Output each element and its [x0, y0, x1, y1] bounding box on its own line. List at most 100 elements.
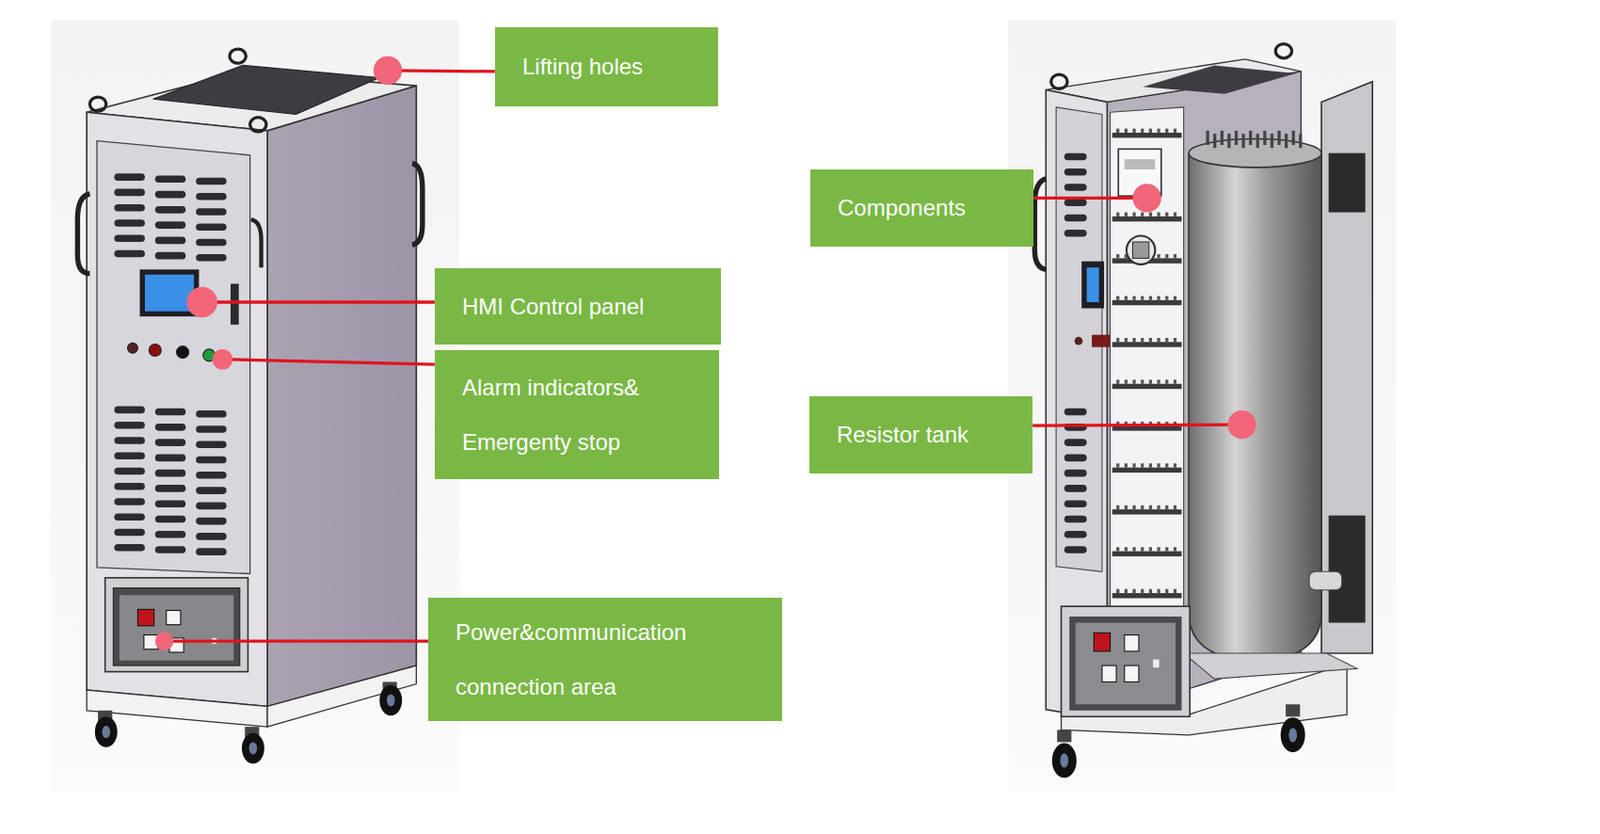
- rail-terminal: [1165, 505, 1168, 510]
- vent-slot: [1064, 484, 1088, 493]
- rail-terminal: [1124, 212, 1128, 217]
- rail-terminal: [1132, 505, 1136, 510]
- rail-terminal: [1165, 589, 1168, 593]
- label-text-group: Alarm indicators& Emergenty stop: [462, 360, 706, 470]
- vent-slot: [113, 467, 145, 476]
- vent-slot: [195, 410, 227, 418]
- vent-slot: [1064, 408, 1088, 416]
- vent-slot: [155, 469, 187, 478]
- right-cabinet: [1051, 74, 1068, 89]
- rail-terminal: [1173, 505, 1177, 510]
- rail-terminal: [1116, 295, 1120, 300]
- label-box: HMI Control panel: [434, 268, 721, 345]
- vent-slot: [155, 454, 187, 463]
- tank-terminal: [1284, 133, 1288, 148]
- vent-slot: [113, 528, 145, 537]
- vent-slot: [113, 189, 145, 197]
- rail-terminal: [1156, 546, 1160, 551]
- din-rail: [1112, 467, 1183, 473]
- vent-slot: [1064, 168, 1088, 176]
- rail-terminal: [1173, 463, 1177, 467]
- vent-slot: [1064, 499, 1088, 508]
- rail-terminal: [1124, 295, 1128, 300]
- right-cabinet: [1110, 107, 1184, 654]
- callout-dots: [155, 631, 175, 651]
- rail-terminal: [1140, 128, 1144, 133]
- tank-terminal: [1270, 133, 1274, 148]
- rail-terminal: [1116, 379, 1120, 384]
- rail-terminal: [1173, 295, 1177, 300]
- left-cabinet: [50, 20, 460, 792]
- vent-slot: [195, 517, 227, 526]
- left-cabinet: [112, 588, 240, 666]
- din-rail: [1112, 551, 1183, 557]
- rail-terminal: [1116, 212, 1120, 217]
- rail-terminal: [1116, 128, 1120, 133]
- vent-slot: [195, 502, 227, 511]
- right-cabinet: [1069, 616, 1182, 711]
- label-text-group: Lifting holes: [522, 39, 643, 95]
- label-text-group: HMI Control panel: [462, 279, 644, 335]
- rail-terminal: [1156, 463, 1160, 467]
- callout-dots: [186, 287, 218, 319]
- callout-dots: [1132, 183, 1161, 212]
- vent-slot: [195, 254, 227, 262]
- vent-slot: [195, 486, 227, 495]
- left-cabinet: [249, 741, 258, 754]
- left-cabinet: [267, 85, 416, 706]
- rail-terminal: [1116, 337, 1120, 342]
- left-cabinet: [229, 48, 246, 64]
- vent-slot: [195, 239, 227, 247]
- tank-terminal: [1227, 133, 1231, 148]
- rail-terminal: [1140, 546, 1144, 551]
- rail-terminal: [1156, 128, 1160, 133]
- label-text-group: Resistor tank: [836, 407, 969, 463]
- right-cabinet: [1034, 178, 1046, 271]
- vent-slot: [195, 456, 227, 464]
- label-box: Components: [810, 169, 1034, 247]
- left-cabinet: [86, 112, 268, 706]
- rail-terminal: [1156, 337, 1160, 342]
- label-text: Lifting holes: [522, 39, 643, 95]
- rail-terminal: [1149, 128, 1152, 133]
- vent-slot: [113, 406, 145, 415]
- vent-slot: [1064, 469, 1088, 478]
- rail-terminal: [1124, 337, 1128, 342]
- left-cabinet: [251, 219, 262, 268]
- label-text-group: Power&communication connection area: [455, 605, 769, 715]
- vent-slot: [155, 237, 187, 245]
- rail-terminal: [1132, 463, 1136, 467]
- right-cabinet: [1152, 659, 1160, 669]
- vent-slot: [195, 223, 227, 231]
- rail-terminal: [1149, 379, 1152, 384]
- vent-slot: [1064, 214, 1088, 223]
- din-rail: [1112, 509, 1183, 514]
- rail-terminal: [1165, 546, 1168, 551]
- vent-slot: [1064, 229, 1088, 238]
- vent-slot: [195, 208, 227, 216]
- callout-dots: [155, 56, 1257, 651]
- right-cabinet: [1184, 653, 1358, 679]
- vent-slot: [155, 206, 187, 214]
- leader-lines: [1032, 424, 1242, 426]
- din-rail: [1112, 592, 1183, 598]
- tank-terminal: [1277, 130, 1280, 145]
- rail-terminal: [1132, 128, 1136, 133]
- vent-slot: [113, 173, 145, 181]
- left-cabinet: [89, 96, 106, 112]
- rail-terminal: [1149, 295, 1152, 300]
- vent-slot: [195, 532, 227, 541]
- rail-terminal: [1140, 379, 1144, 384]
- rail-terminal: [1132, 295, 1136, 300]
- right-cabinet: [1081, 261, 1104, 309]
- tank-terminal: [1234, 130, 1238, 145]
- leader-lines: [222, 359, 435, 365]
- rail-terminal: [1165, 337, 1168, 342]
- rail-terminal: [1149, 546, 1152, 551]
- vent-slot: [1064, 198, 1088, 207]
- rail-terminal: [1173, 546, 1177, 551]
- left-cabinet: [144, 274, 194, 312]
- right-cabinet: [1124, 665, 1139, 682]
- rail-terminal: [1165, 254, 1168, 258]
- tank-terminal: [1248, 130, 1252, 145]
